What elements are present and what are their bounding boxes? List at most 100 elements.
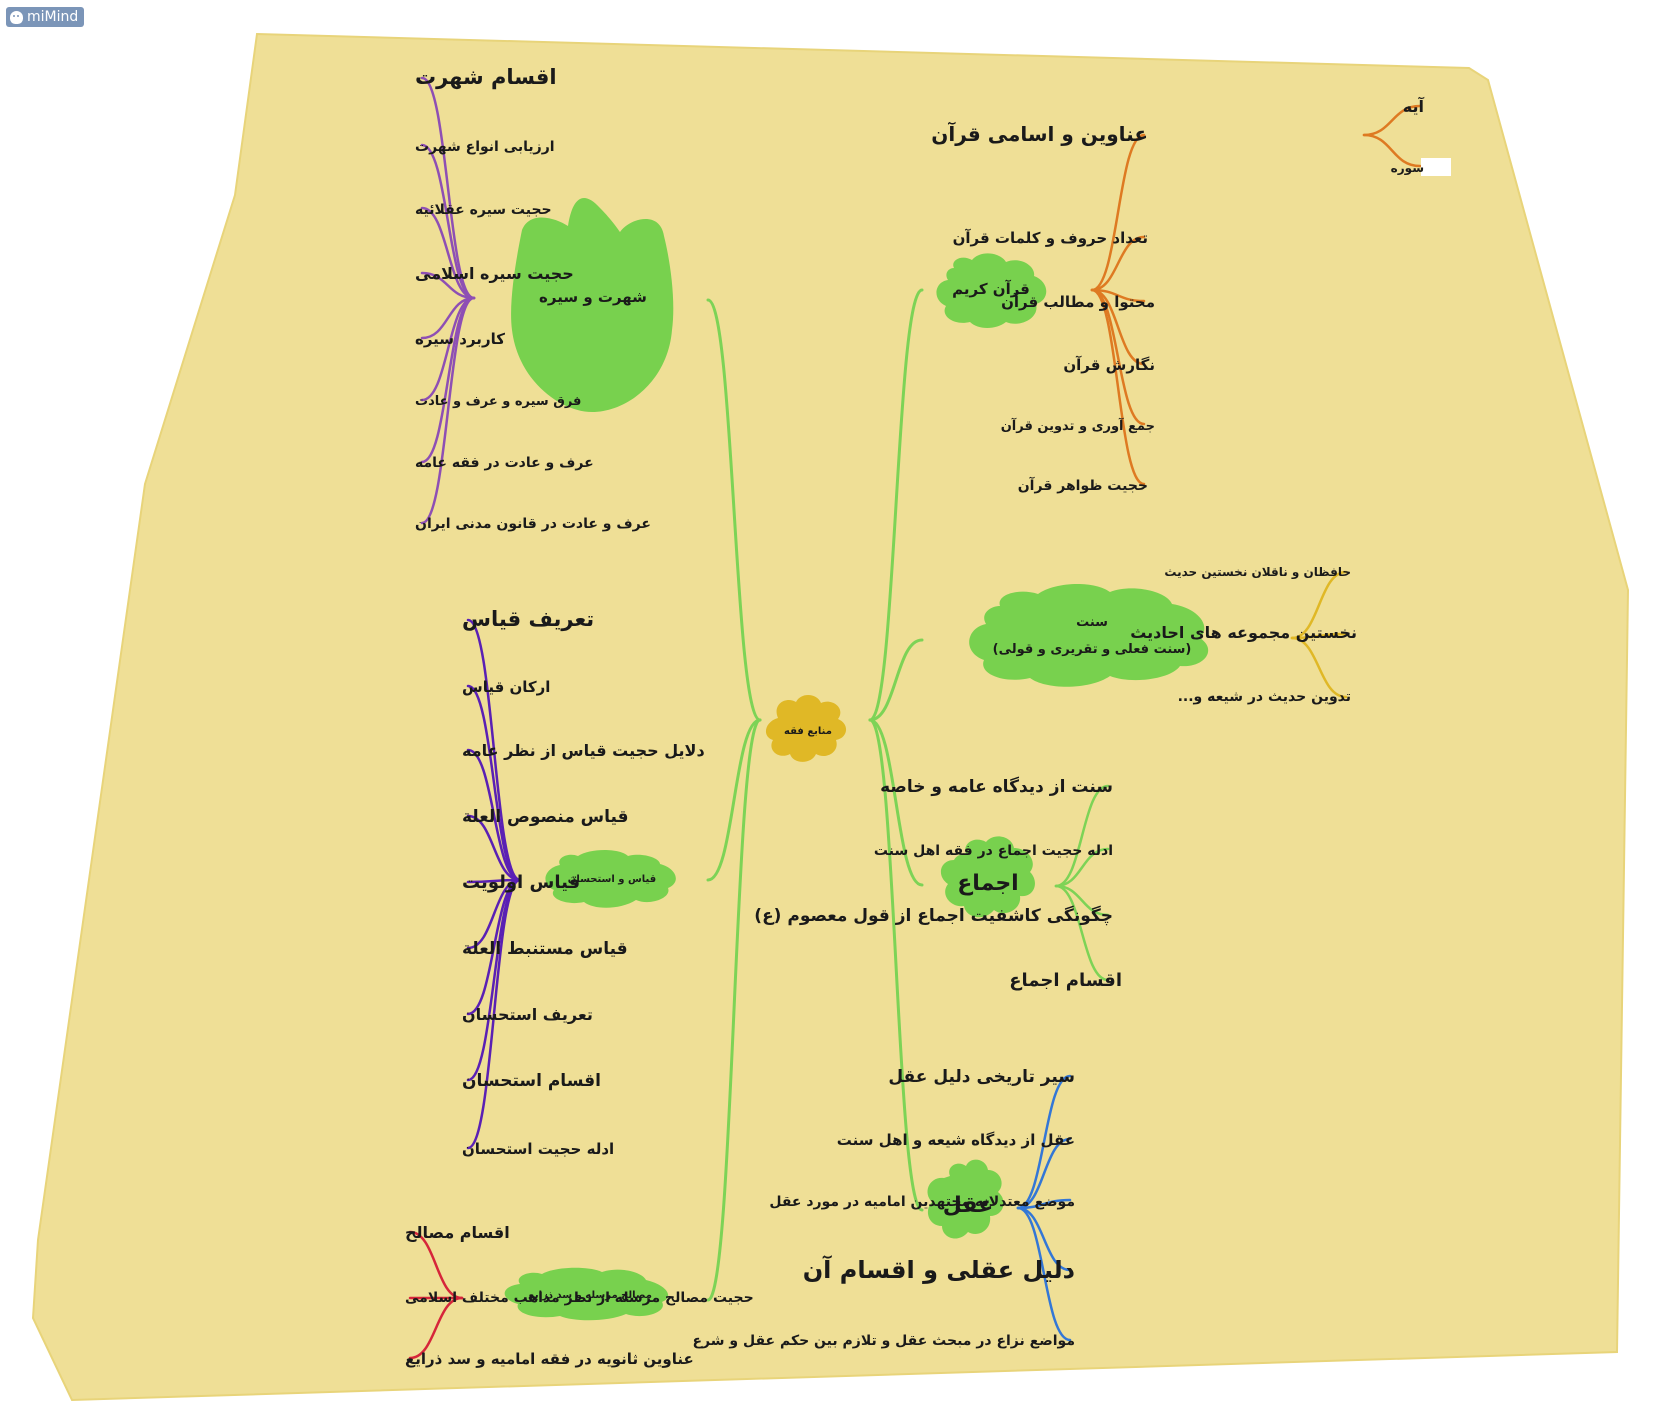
mimind-logo-icon xyxy=(10,10,23,24)
aql-child-2[interactable]: موضع معتدلانه مجتهدین امامیه در مورد عقل xyxy=(769,1194,1075,1210)
shohrat-child-4[interactable]: کاربرد سیره xyxy=(415,330,505,348)
connector-root-aql xyxy=(868,718,924,1212)
branch-shohrat-label: شهرت و سیره xyxy=(539,288,647,306)
connector-ijma-1 xyxy=(1054,847,1110,888)
connector-masaleh-2 xyxy=(408,1296,464,1360)
quran-child-1[interactable]: تعداد حروف و کلمات قرآن xyxy=(953,229,1148,247)
branch-ijma-node[interactable]: اجماع xyxy=(940,836,1035,918)
masaleh-child-1[interactable]: حجیت مصالح مرسله از نظر مذاهب مختلف اسلا… xyxy=(405,1290,754,1306)
quran-child-4[interactable]: جمع آوری و تدوین قرآن xyxy=(1001,417,1155,434)
ijma-child-2[interactable]: چگونگی کاشفیت اجماع از قول معصوم (ع) xyxy=(754,905,1113,926)
masaleh-child-0[interactable]: اقسام مصالح xyxy=(405,1223,510,1242)
mimind-logo[interactable]: miMind xyxy=(6,7,85,27)
branch-sunnat-node[interactable]: سنت (سنت فعلی و تقریری و قولی) xyxy=(969,583,1209,687)
connector-shohrat-4 xyxy=(420,296,476,340)
qiyas-child-1[interactable]: ارکان قیاس xyxy=(462,678,550,696)
branch-quran-cloud xyxy=(936,253,1047,328)
qiyas-child-7[interactable]: اقسام استحسان xyxy=(462,1071,601,1091)
connector-masaleh-0 xyxy=(408,1230,464,1300)
connector-aql-2 xyxy=(1016,1198,1072,1210)
branch-quran-node[interactable]: قرآن کریم xyxy=(936,253,1047,328)
sunnat-child-2[interactable]: تدوین حدیث در شیعه و... xyxy=(1178,689,1351,705)
shohrat-child-6[interactable]: عرف و عادت در فقه عامه xyxy=(415,455,594,471)
connector-quran-5 xyxy=(1090,288,1146,486)
ijma-child-0[interactable]: سنت از دیدگاه عامه و خاصه xyxy=(880,776,1113,797)
qiyas-child-8[interactable]: ادله حجیت استحسان xyxy=(462,1140,614,1158)
branch-shohrat-node[interactable]: شهرت و سیره xyxy=(511,197,674,412)
root-node[interactable]: منابع فقه xyxy=(765,694,847,762)
connector-sunnat-2 xyxy=(1290,636,1348,699)
masaleh-child-2[interactable]: عناوین ثانویه در فقه امامیه و سد ذرایع xyxy=(405,1350,694,1368)
sunnat-child-0[interactable]: حافظان و ناقلان نخستین حدیث xyxy=(1164,565,1351,580)
aql-child-4[interactable]: مواضع نزاع در مبحث عقل و تلازم بین حکم ع… xyxy=(692,1333,1075,1349)
connector-qiyas-1 xyxy=(466,684,522,882)
shohrat-child-1[interactable]: ارزیابی انواع شهرت xyxy=(415,139,555,155)
mimind-logo-text: miMind xyxy=(27,9,79,25)
connector-qiyas-3 xyxy=(466,814,522,882)
connector-shohrat-3 xyxy=(420,271,476,300)
aql-child-1[interactable]: عقل از دیدگاه شیعه و اهل سنت xyxy=(837,1131,1075,1149)
qiyas-child-6[interactable]: تعریف استحسان xyxy=(462,1005,593,1024)
branch-aql-node[interactable]: عقل xyxy=(927,1159,1004,1239)
connector-shohrat-2 xyxy=(420,206,476,300)
qiyas-child-3[interactable]: قیاس منصوص العلة xyxy=(462,807,629,827)
connector-root-shohrat xyxy=(706,298,762,722)
qiyas-children: تعریف قیاس ارکان قیاس دلایل حجیت قیاس از… xyxy=(462,607,705,1158)
qiyas-child-4[interactable]: قیاس اولویت xyxy=(462,872,580,893)
qiyas-child-0[interactable]: تعریف قیاس xyxy=(462,607,594,631)
quran-subchild-1[interactable]: سوره xyxy=(1391,161,1424,176)
connector-quran-1 xyxy=(1090,235,1146,292)
connector-root-qiyas xyxy=(706,718,762,882)
root-label: منابع فقه xyxy=(784,726,832,737)
ijma-child-1[interactable]: ادله حجیت اجماع در فقه اهل سنت xyxy=(874,843,1113,859)
masaleh-children: اقسام مصالح حجیت مصالح مرسله از نظر مذاه… xyxy=(405,1223,754,1368)
connector-root-masaleh xyxy=(706,718,762,1302)
branch-ijma-cloud xyxy=(940,836,1035,918)
connector-qiyas-5 xyxy=(466,878,522,950)
branch-masaleh-label: مصالح مرسله و سد ذرایع xyxy=(528,1290,652,1301)
sunnat-children: حافظان و ناقلان نخستین حدیث نخستین مجموع… xyxy=(1130,565,1357,705)
branch-masaleh-cloud xyxy=(504,1267,669,1321)
branch-qiyas-node[interactable]: قیاس و استحسان xyxy=(545,850,676,908)
quran-child-5[interactable]: حجیت ظواهر قرآن xyxy=(1018,476,1148,494)
quran-child-3[interactable]: نگارش قرآن xyxy=(1063,356,1155,374)
shohrat-child-5[interactable]: فرق سیره و عرف و عادت xyxy=(415,394,581,409)
branch-qiyas-cloud xyxy=(545,850,676,908)
aql-child-3[interactable]: دلیل عقلی و اقسام آن xyxy=(803,1255,1075,1284)
shohrat-child-2[interactable]: حجیت سیره عقلائیه xyxy=(415,202,552,218)
branch-aql-label: عقل xyxy=(943,1193,994,1218)
connector-ijma-0 xyxy=(1054,784,1110,888)
quran-subchild-0[interactable]: آیه xyxy=(1403,96,1425,116)
branch-ijma-label: اجماع xyxy=(957,871,1018,896)
shohrat-child-0[interactable]: اقسام شهرت xyxy=(415,65,557,89)
shohrat-child-7[interactable]: عرف و عادت در قانون مدنی ایران xyxy=(415,516,651,532)
root-cloud xyxy=(765,694,847,762)
shohrat-child-3[interactable]: حجیت سیره اسلامی xyxy=(415,264,574,283)
connector-root-quran xyxy=(868,288,924,722)
connector-ijma-3 xyxy=(1054,884,1110,982)
sunnat-child-1[interactable]: نخستین مجموعه های احادیث xyxy=(1130,623,1357,642)
branch-sunnat-label-line2: (سنت فعلی و تقریری و قولی) xyxy=(993,642,1192,657)
ijma-child-3[interactable]: اقسام اجماع xyxy=(1009,970,1122,991)
qiyas-child-2[interactable]: دلایل حجیت قیاس از نظر عامه xyxy=(462,741,705,760)
connector-aql-0 xyxy=(1016,1074,1072,1210)
branch-aql-cloud xyxy=(927,1159,1004,1239)
connector-aql-4 xyxy=(1016,1206,1072,1342)
aql-children: سیر تاریخی دلیل عقل عقل از دیدگاه شیعه و… xyxy=(692,1067,1075,1349)
branch-shohrat-shape xyxy=(511,197,674,412)
branch-sunnat-label: سنت xyxy=(1076,615,1108,630)
connector-qiyas-2 xyxy=(466,748,522,882)
connector-quran-sub-0 xyxy=(1362,104,1422,137)
connector-aql-3 xyxy=(1016,1206,1072,1272)
connector-shohrat-0 xyxy=(420,76,476,300)
connector-shohrat-7 xyxy=(420,296,476,525)
quran-child-2[interactable]: محتوا و مطالب قرآن xyxy=(1001,293,1155,311)
qiyas-child-5[interactable]: قیاس مستنبط العلة xyxy=(462,939,628,959)
ijma-children: سنت از دیدگاه عامه و خاصه ادله حجیت اجما… xyxy=(754,776,1122,991)
quran-child-0[interactable]: عناوین و اسامی قرآن xyxy=(931,121,1148,146)
connector-qiyas-0 xyxy=(466,618,522,882)
branch-masaleh-node[interactable]: مصالح مرسله و سد ذرایع xyxy=(504,1267,669,1321)
connector-quran-sub-1 xyxy=(1362,133,1422,168)
aql-child-0[interactable]: سیر تاریخی دلیل عقل xyxy=(888,1067,1075,1087)
